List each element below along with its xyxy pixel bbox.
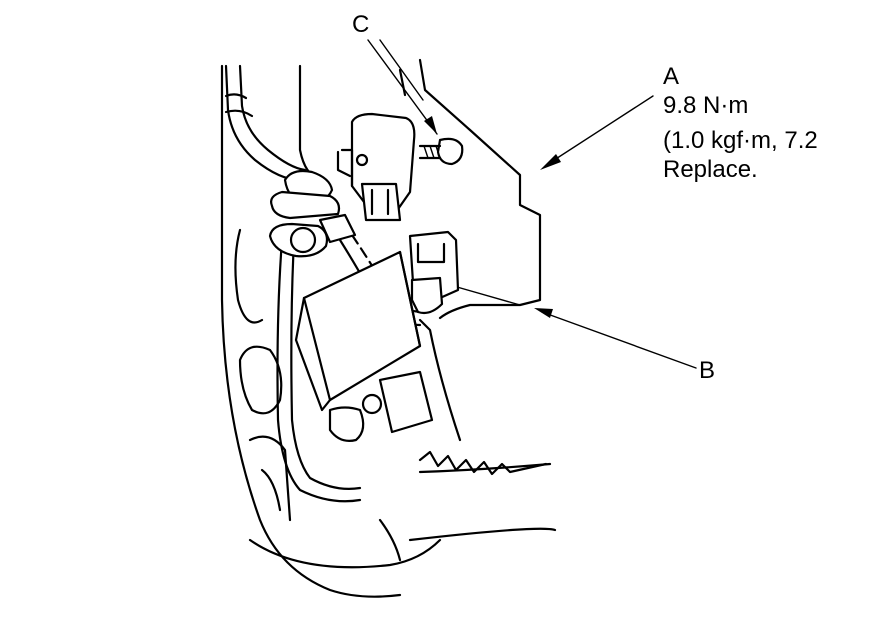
- control-module: [294, 250, 434, 442]
- leader-lines: [367, 39, 697, 369]
- sensor-c-bracket: [336, 112, 416, 222]
- torque-spec: 9.8 N·m: [663, 92, 749, 119]
- torque-spec-alt-units: (1.0 kgf·m, 7.2: [663, 127, 818, 154]
- connector-b: [408, 230, 460, 315]
- callout-c-label: C: [352, 11, 370, 38]
- mount-bracket: [398, 58, 542, 442]
- body-panel: [220, 64, 557, 598]
- bolt-c: [418, 137, 464, 166]
- replace-note: Replace.: [663, 156, 758, 183]
- harness-clamps: [268, 169, 357, 258]
- callout-b-label: B: [699, 357, 716, 384]
- gear-teeth: [418, 450, 552, 476]
- callout-a-label: A: [663, 63, 680, 90]
